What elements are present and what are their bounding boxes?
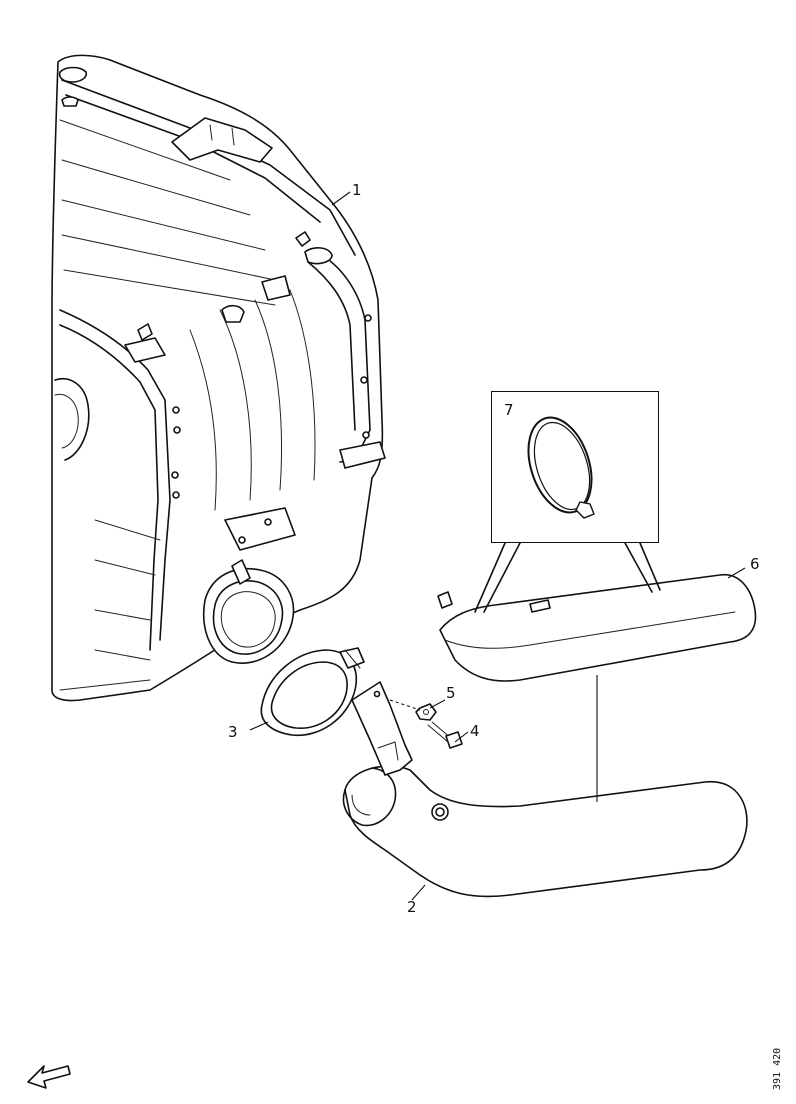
drawing-reference-code: 391 420 xyxy=(772,1047,783,1090)
heat-shield-part-6 xyxy=(437,574,757,802)
callout-7: 7 xyxy=(504,401,514,419)
callout-5: 5 xyxy=(446,684,456,702)
hose-clamp-part-7-icon xyxy=(527,416,595,519)
front-direction-arrow-icon xyxy=(27,1065,71,1089)
tail-pipe-part-2 xyxy=(342,681,748,898)
callout-4: 4 xyxy=(470,722,480,740)
silencer-housing xyxy=(51,54,386,702)
clamp-ring-part-3 xyxy=(260,647,365,737)
callout-6: 6 xyxy=(750,555,760,573)
callout-2: 2 xyxy=(407,898,417,916)
callout-3: 3 xyxy=(228,723,238,741)
nut-part-5 xyxy=(389,699,437,721)
callout-1: 1 xyxy=(352,181,362,199)
inset-leaders xyxy=(474,542,661,613)
bolt-part-4 xyxy=(427,721,463,749)
callout-leaders xyxy=(249,191,746,901)
detail-inset-box xyxy=(491,391,659,543)
